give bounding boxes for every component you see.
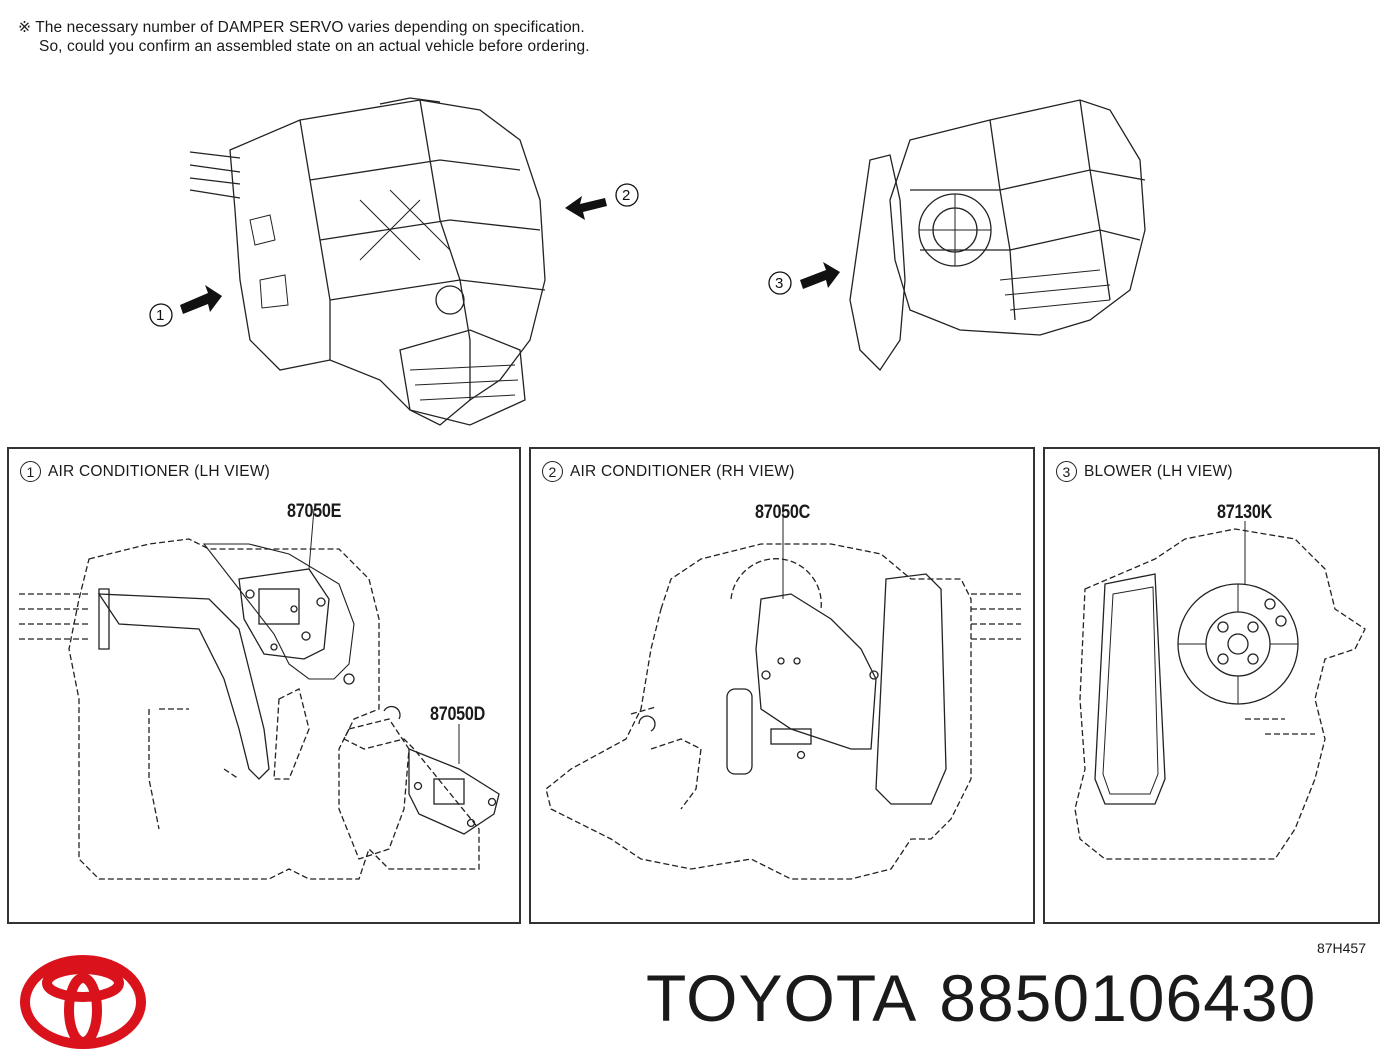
part-label-87050E: 87050E: [287, 501, 342, 522]
callout-3: 3: [775, 275, 783, 292]
callout-circle-2: [615, 183, 639, 207]
callout-1: 1: [156, 307, 164, 324]
brand-part-number-line: TOYOTA 8850106430: [646, 958, 1338, 1038]
overview-drawing: 1 2 3: [149, 97, 1146, 426]
blower-assembly-drawing: [849, 99, 1146, 372]
callout-circle-3: [768, 271, 792, 295]
toyota-logo: [0, 940, 160, 1055]
panel-number: 1: [20, 461, 41, 482]
blower-lh-view-drawing: [1074, 521, 1366, 860]
note-line-1: ※ The necessary number of DAMPER SERVO v…: [18, 19, 585, 36]
panel-blower-lh: 3 BLOWER (LH VIEW) 87130K: [1043, 447, 1380, 924]
callout-circle-1: [149, 303, 173, 327]
part-label-87130K: 87130K: [1217, 502, 1273, 523]
panel-number: 2: [542, 461, 563, 482]
callout-2: 2: [622, 187, 630, 204]
air-conditioner-assembly-drawing: [189, 97, 546, 426]
panel-air-conditioner-rh: 2 AIR CONDITIONER (RH VIEW) 87050C: [529, 447, 1035, 924]
panel-title: BLOWER (LH VIEW): [1084, 462, 1233, 480]
panel-title: AIR CONDITIONER (LH VIEW): [48, 462, 271, 480]
toyota-logo-icon: [20, 955, 146, 1049]
part-label-87050C: 87050C: [755, 502, 811, 523]
panel-header: 1 AIR CONDITIONER (LH VIEW): [20, 461, 270, 482]
note-line-2: So, could you confirm an assembled state…: [39, 38, 590, 55]
diagram-reference-code: 87H457: [1316, 940, 1366, 956]
part-label-87050D: 87050D: [430, 704, 486, 725]
view-arrows: [180, 196, 840, 314]
panel-air-conditioner-lh: 1 AIR CONDITIONER (LH VIEW) 8705: [7, 447, 521, 924]
part-number: 8850106430: [939, 961, 1317, 1035]
overview-illustration: 1 2 3: [0, 80, 1400, 440]
arrow-3: [800, 262, 840, 289]
panel-header: 3 BLOWER (LH VIEW): [1056, 461, 1233, 482]
brand-name: TOYOTA: [646, 961, 918, 1035]
ac-rh-view-drawing: [545, 507, 1021, 880]
specification-note: ※ The necessary number of DAMPER SERVO v…: [18, 18, 590, 56]
arrow-2: [565, 196, 607, 220]
ac-lh-view-drawing: [19, 508, 500, 880]
arrow-1: [180, 285, 222, 314]
panel-number: 3: [1056, 461, 1077, 482]
toyota-logo-ellipses: [20, 955, 146, 1049]
panel-header: 2 AIR CONDITIONER (RH VIEW): [542, 461, 795, 482]
panel-title: AIR CONDITIONER (RH VIEW): [570, 462, 795, 480]
